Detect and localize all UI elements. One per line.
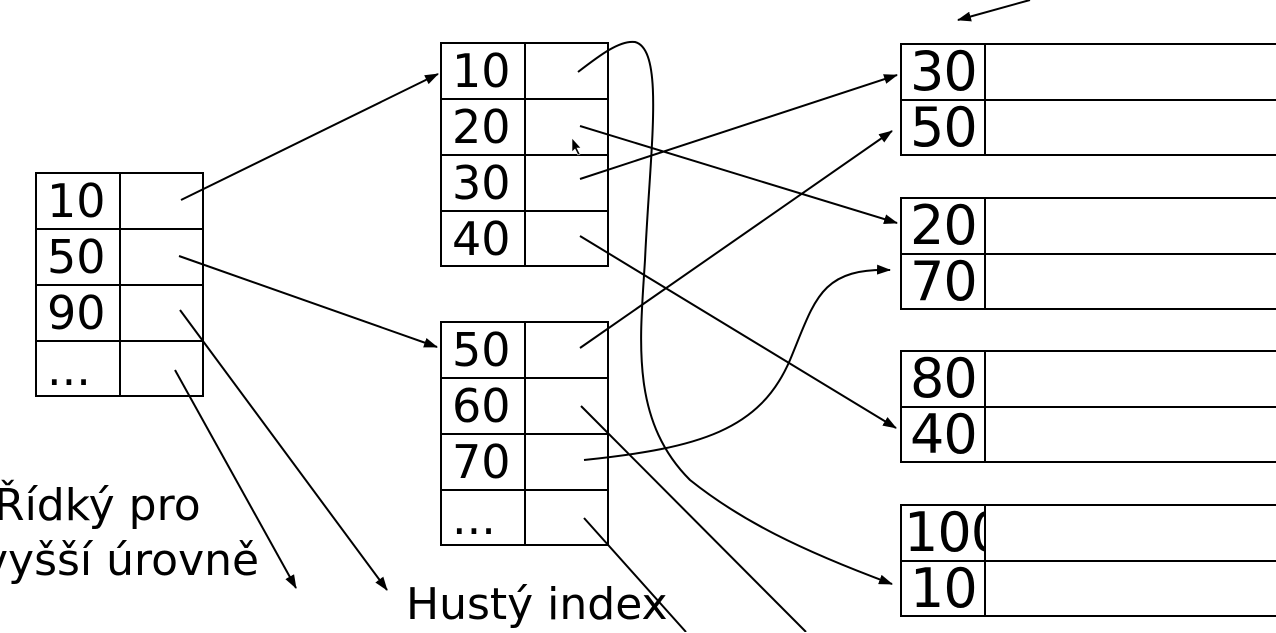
data-record-cell <box>984 43 1276 101</box>
arrow-incoming-top <box>957 0 1031 22</box>
data-record-cell <box>984 504 1276 562</box>
data-key-cell: 10 <box>900 560 986 617</box>
data-record-cell <box>984 197 1276 255</box>
dense-key-cell: 40 <box>440 210 526 267</box>
data-key-cell: 80 <box>900 350 986 408</box>
arrow-dense-70-to-data-70 <box>583 264 891 461</box>
data-key-cell: 50 <box>900 99 986 156</box>
arrow-dense-dots-down <box>583 517 687 632</box>
dense-pointer-cell <box>524 377 609 435</box>
sparse-pointer-cell <box>119 340 204 397</box>
sparse-key-cell: 10 <box>35 172 121 230</box>
dense-key-cell: ... <box>440 489 526 546</box>
dense-pointer-cell <box>524 42 609 100</box>
arrow-sparse-10-to-dense-block1 <box>180 73 439 201</box>
arrow-dense-20-to-data-20 <box>579 125 898 224</box>
dense-key-cell: 20 <box>440 98 526 156</box>
data-record-cell <box>984 99 1276 156</box>
dense-caption: Hustý index <box>406 579 668 630</box>
mouse-pointer-icon <box>571 137 582 156</box>
arrow-sparse-50-to-dense-block2 <box>178 255 438 348</box>
dense-pointer-cell <box>524 98 609 156</box>
dense-pointer-cell <box>524 433 609 491</box>
sparse-caption-line-1: Řídký pro <box>0 480 201 531</box>
dense-key-cell: 30 <box>440 154 526 212</box>
dense-pointer-cell <box>524 489 609 546</box>
arrow-dense-30-to-data-30 <box>579 74 898 180</box>
arrow-sparse-dots-down <box>174 369 297 589</box>
data-record-cell <box>984 406 1276 463</box>
sparse-pointer-cell <box>119 284 204 342</box>
data-record-cell <box>984 253 1276 310</box>
arrow-dense-50-to-data-50 <box>579 130 893 349</box>
data-key-cell: 40 <box>900 406 986 463</box>
dense-pointer-cell <box>524 210 609 267</box>
arrow-sparse-90-down <box>179 309 388 591</box>
arrow-dense-60-down <box>580 405 807 632</box>
arrow-dense-40-to-data-40 <box>579 235 897 429</box>
sparse-key-cell: 90 <box>35 284 121 342</box>
sparse-key-cell: 50 <box>35 228 121 286</box>
data-key-cell: 20 <box>900 197 986 255</box>
sparse-caption-line-2: vyšší úrovně <box>0 535 260 586</box>
data-record-cell <box>984 350 1276 408</box>
sparse-key-cell: ... <box>35 340 121 397</box>
dense-key-cell: 50 <box>440 321 526 379</box>
data-record-cell <box>984 560 1276 617</box>
arrow-dense-10-to-data-10 <box>577 40 893 585</box>
dense-key-cell: 70 <box>440 433 526 491</box>
